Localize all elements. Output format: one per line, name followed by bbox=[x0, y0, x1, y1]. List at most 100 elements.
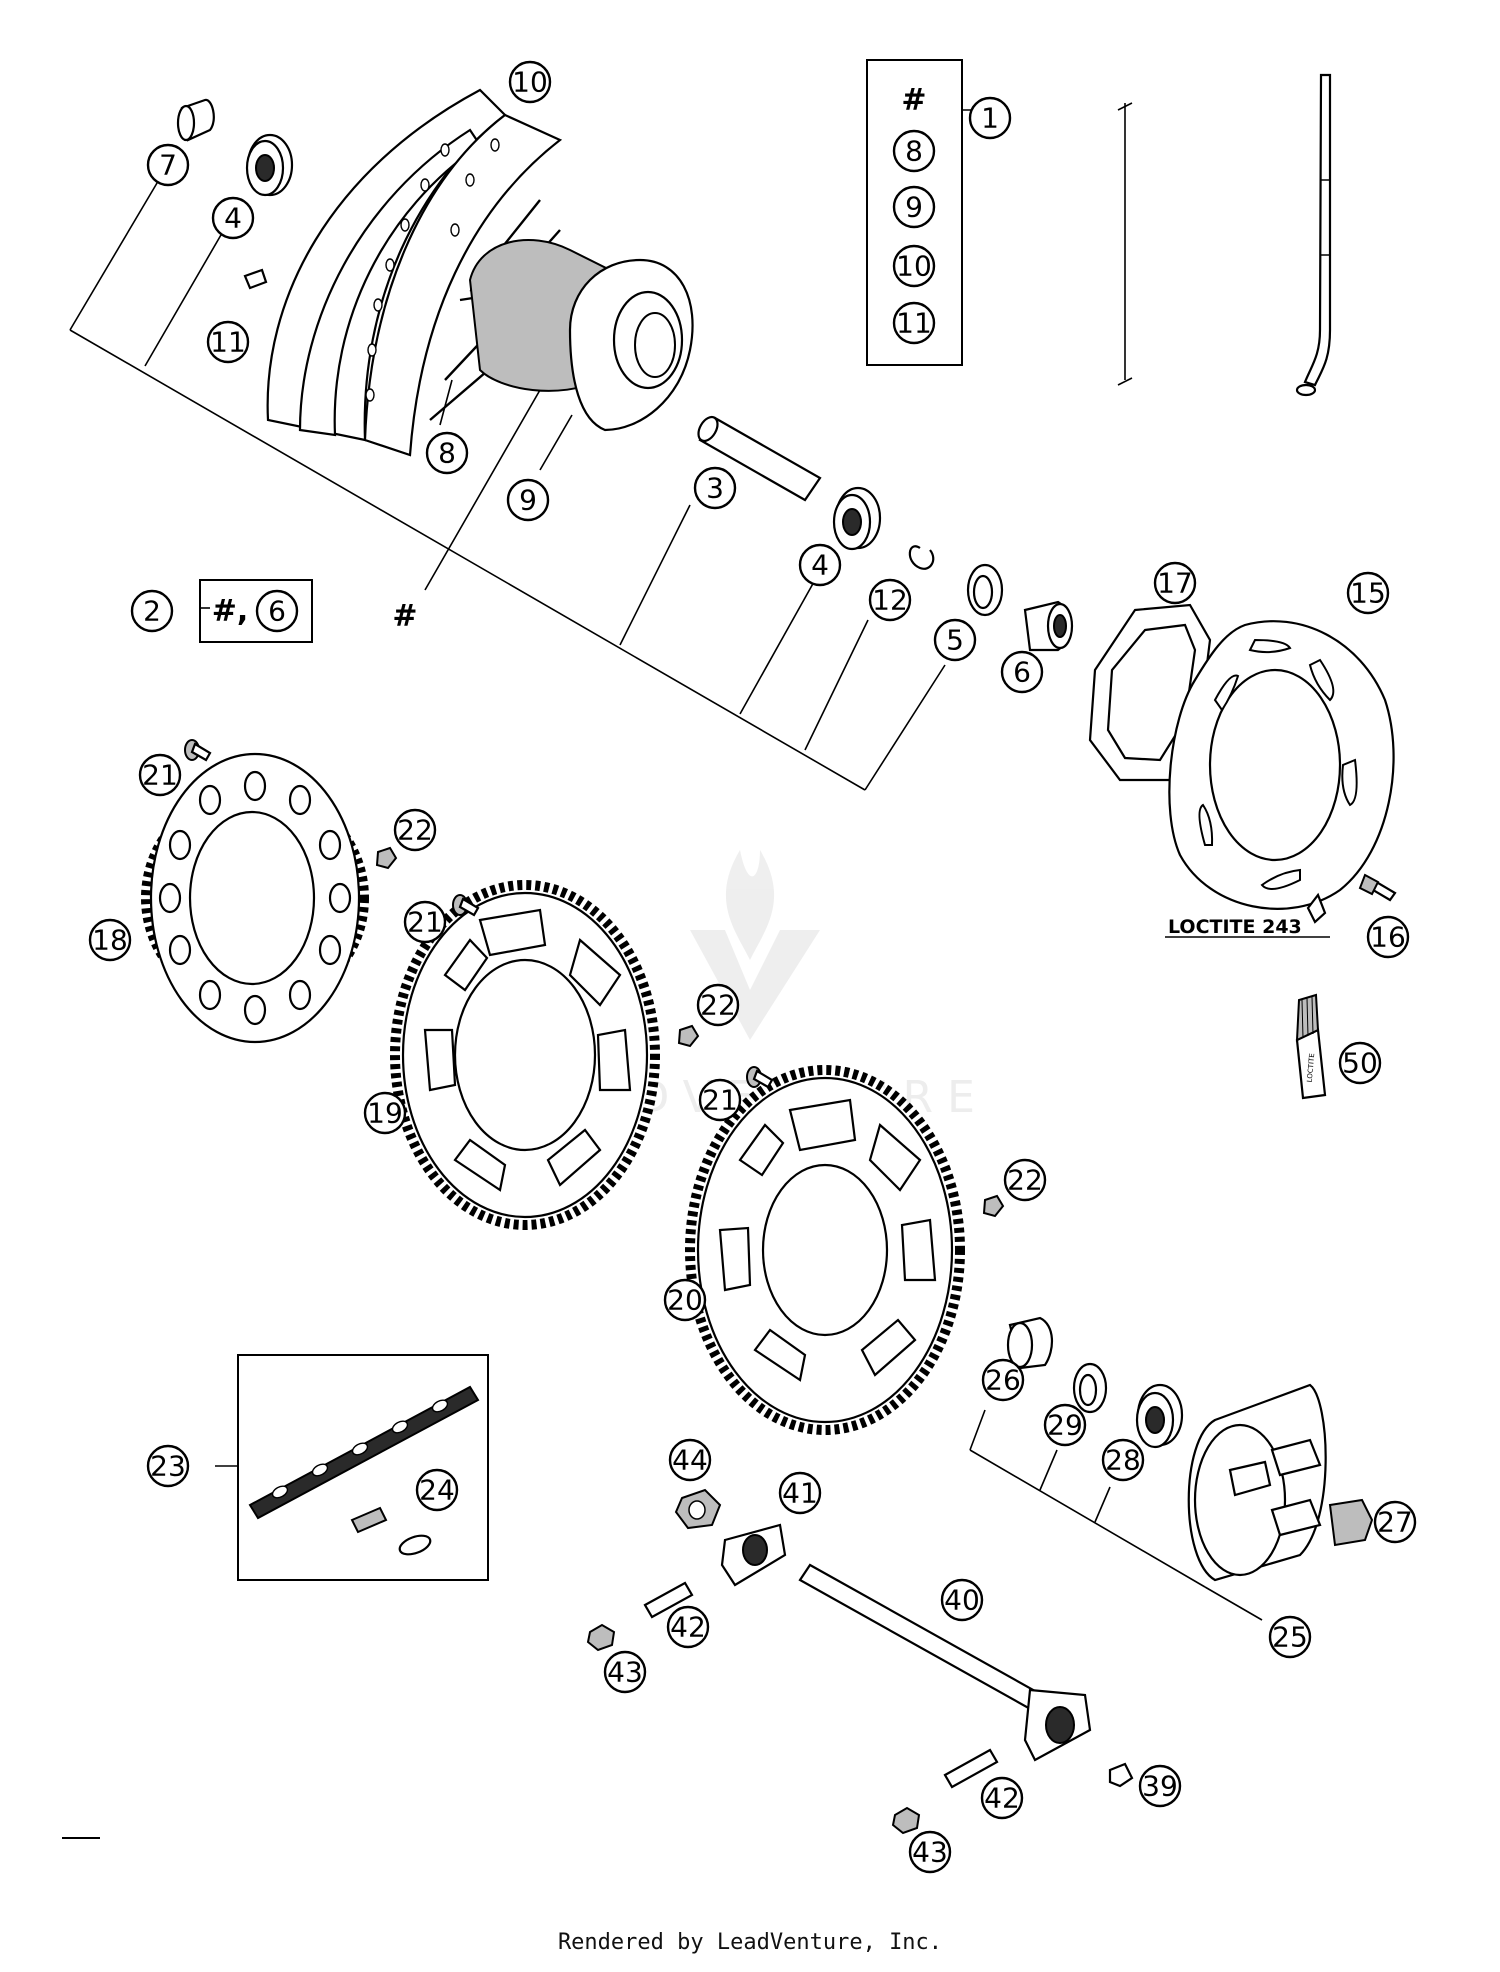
callout-22-a: 22 bbox=[393, 808, 437, 852]
callout-42-a: 42 bbox=[666, 1605, 710, 1649]
svg-text:22: 22 bbox=[397, 814, 433, 847]
callout-9-kit: 9 bbox=[892, 185, 936, 229]
callout-16: 16 bbox=[1366, 915, 1410, 959]
sprocket-nut-22-a bbox=[375, 846, 398, 870]
svg-text:18: 18 bbox=[92, 924, 128, 957]
callout-26: 26 bbox=[981, 1358, 1025, 1402]
chain-adjuster-41 bbox=[720, 1523, 787, 1587]
callout-8: 8 bbox=[425, 431, 469, 475]
callout-12: 12 bbox=[868, 578, 912, 622]
svg-text:11: 11 bbox=[896, 307, 932, 340]
axle-nut-44 bbox=[674, 1488, 722, 1530]
svg-text:5: 5 bbox=[946, 624, 964, 657]
svg-text:26: 26 bbox=[985, 1364, 1021, 1397]
svg-text:2: 2 bbox=[143, 595, 161, 628]
callout-22-c: 22 bbox=[1003, 1158, 1047, 1202]
callout-41: 41 bbox=[778, 1471, 822, 1515]
svg-text:6: 6 bbox=[1013, 656, 1031, 689]
callout-27: 27 bbox=[1373, 1500, 1417, 1544]
callout-6: 6 bbox=[1000, 650, 1044, 694]
spacer-tube-3 bbox=[697, 415, 822, 502]
callout-42-b: 42 bbox=[980, 1776, 1024, 1820]
rear-wheel-exploded-diagram: LEADVENTURE bbox=[62, 59, 1417, 1874]
callout-11-kit: 11 bbox=[892, 301, 936, 345]
spacer-6 bbox=[1023, 600, 1074, 652]
svg-text:12: 12 bbox=[872, 584, 908, 617]
callout-21-a: 21 bbox=[138, 753, 182, 797]
valve bbox=[243, 268, 268, 290]
svg-text:27: 27 bbox=[1377, 1506, 1413, 1539]
callout-6-kit: 6 bbox=[255, 589, 299, 633]
sprocket-19 bbox=[390, 880, 660, 1230]
svg-text:4: 4 bbox=[811, 549, 829, 582]
svg-text:43: 43 bbox=[607, 1656, 643, 1689]
svg-text:44: 44 bbox=[672, 1444, 708, 1477]
svg-text:9: 9 bbox=[905, 191, 923, 224]
callout-4-top: 4 bbox=[211, 196, 255, 240]
callout-5: 5 bbox=[933, 618, 977, 662]
svg-text:41: 41 bbox=[782, 1477, 818, 1510]
svg-text:29: 29 bbox=[1047, 1409, 1083, 1442]
callout-11: 11 bbox=[206, 320, 250, 364]
callout-3: 3 bbox=[693, 466, 737, 510]
svg-text:11: 11 bbox=[210, 326, 246, 359]
loctite-label: LOCTITE 243 bbox=[1168, 916, 1302, 938]
lock-nut-43-b bbox=[891, 1806, 921, 1835]
svg-text:21: 21 bbox=[142, 759, 178, 792]
adjuster-screw-42-a bbox=[643, 1581, 694, 1619]
callout-10-kit: 10 bbox=[892, 244, 936, 288]
callout-8-kit: 8 bbox=[892, 129, 936, 173]
sprocket-bolt-21-c bbox=[746, 1066, 774, 1089]
callout-2: 2 bbox=[130, 589, 174, 633]
callout-23: 23 bbox=[146, 1444, 190, 1488]
svg-text:17: 17 bbox=[1157, 567, 1193, 600]
spacer-7 bbox=[176, 98, 215, 142]
callout-50: 50 bbox=[1338, 1041, 1382, 1085]
svg-text:23: 23 bbox=[150, 1450, 186, 1483]
kit-1-box bbox=[866, 59, 963, 366]
seal-29 bbox=[1072, 1362, 1108, 1414]
chain-box bbox=[237, 1354, 489, 1581]
callout-18: 18 bbox=[88, 918, 132, 962]
svg-text:3: 3 bbox=[706, 472, 724, 505]
footer-credit: Rendered by LeadVenture, Inc. bbox=[557, 1930, 943, 1955]
lock-nut-43-a bbox=[586, 1623, 616, 1652]
callout-21-b: 21 bbox=[403, 900, 447, 944]
adjuster-screw-42-b bbox=[943, 1748, 999, 1789]
callout-19: 19 bbox=[363, 1091, 407, 1135]
callout-39: 39 bbox=[1138, 1764, 1182, 1808]
bearing-4-top bbox=[245, 133, 294, 197]
loctite-tube-text: LOCTITE bbox=[1306, 1053, 1317, 1083]
svg-text:43: 43 bbox=[912, 1836, 948, 1869]
rear-wheel-assembly bbox=[243, 88, 694, 457]
svg-text:15: 15 bbox=[1350, 577, 1386, 610]
sprocket-bolt-21-a bbox=[184, 739, 212, 762]
plug-39 bbox=[1108, 1762, 1134, 1788]
svg-text:39: 39 bbox=[1142, 1770, 1178, 1803]
svg-text:1: 1 bbox=[981, 102, 999, 135]
spoke-illustration bbox=[1295, 73, 1332, 397]
leader-lines bbox=[69, 90, 1385, 1621]
hub-hash: # bbox=[392, 599, 417, 634]
svg-text:10: 10 bbox=[512, 66, 548, 99]
callout-20: 20 bbox=[663, 1278, 707, 1322]
bearing-28 bbox=[1135, 1383, 1184, 1449]
callout-29: 29 bbox=[1043, 1403, 1087, 1447]
callout-22-b: 22 bbox=[696, 983, 740, 1027]
chain-23 bbox=[248, 1385, 480, 1520]
svg-text:7: 7 bbox=[159, 149, 177, 182]
sprocket-nut-22-c bbox=[982, 1194, 1005, 1218]
axle-40 bbox=[798, 1563, 1092, 1762]
svg-text:21: 21 bbox=[407, 906, 443, 939]
callout-7: 7 bbox=[146, 143, 190, 187]
callout-40: 40 bbox=[940, 1578, 984, 1622]
svg-text:28: 28 bbox=[1105, 1444, 1141, 1477]
svg-text:50: 50 bbox=[1342, 1047, 1378, 1080]
sprocket-carrier-25 bbox=[1187, 1383, 1327, 1582]
svg-text:10: 10 bbox=[896, 250, 932, 283]
callout-24: 24 bbox=[415, 1468, 459, 1512]
callout-9: 9 bbox=[506, 478, 550, 522]
callout-10: 10 bbox=[508, 60, 552, 104]
svg-text:4: 4 bbox=[224, 202, 242, 235]
callout-43-b: 43 bbox=[908, 1830, 952, 1874]
